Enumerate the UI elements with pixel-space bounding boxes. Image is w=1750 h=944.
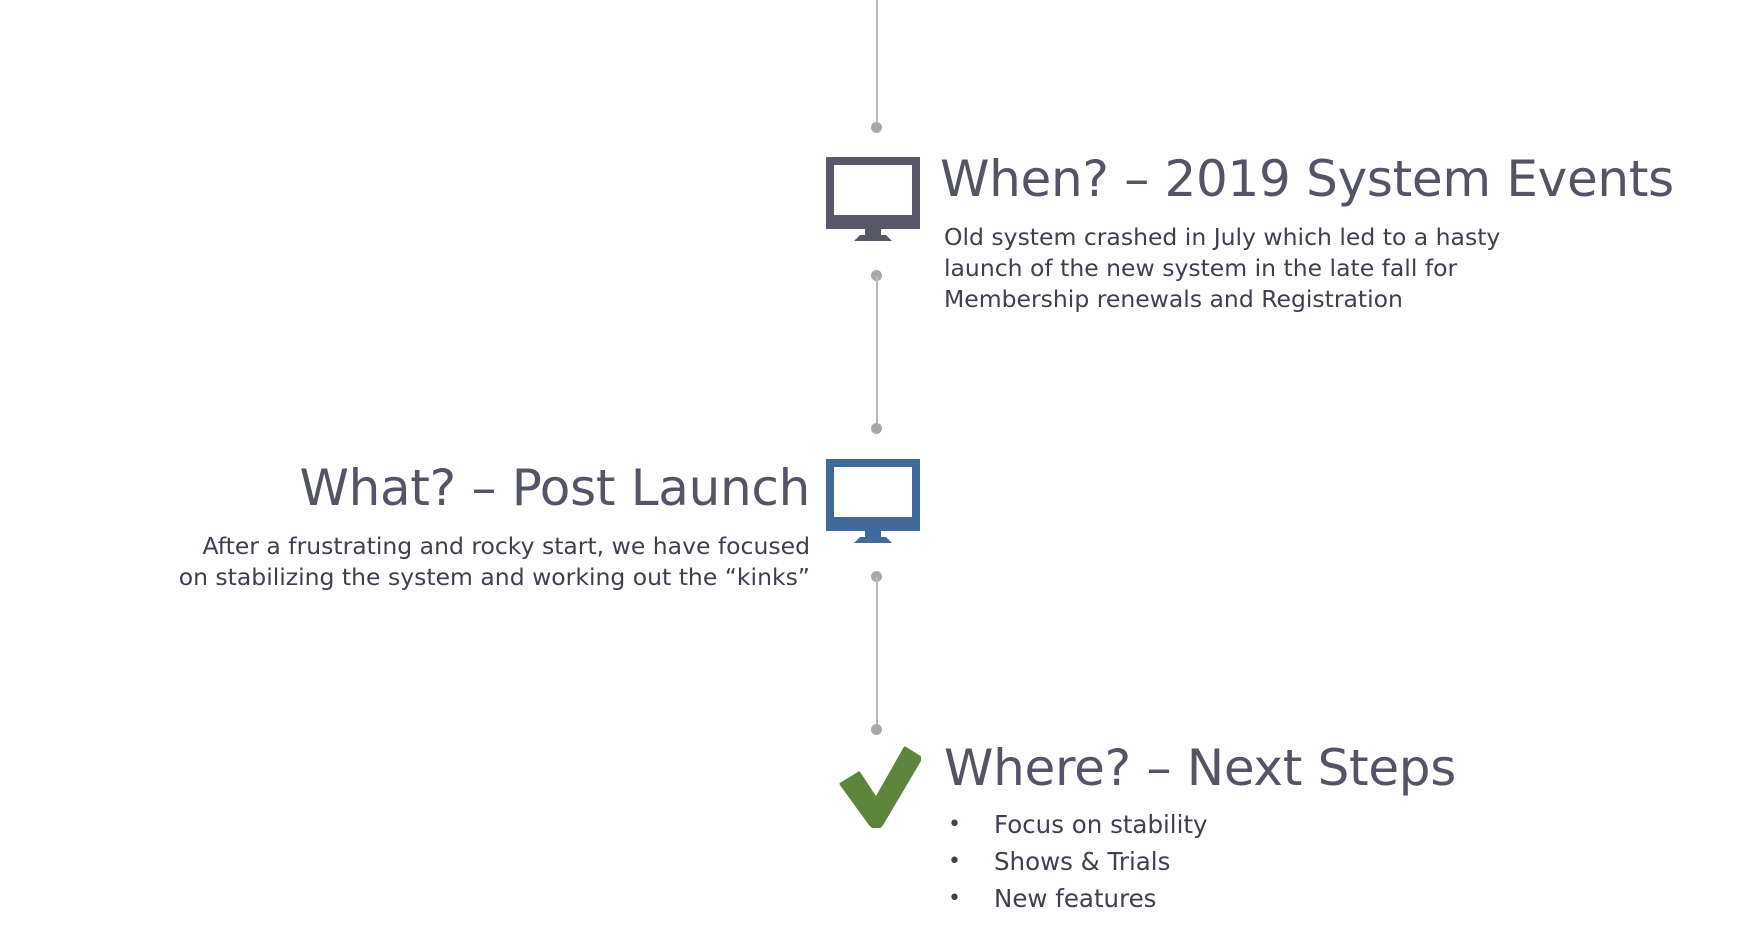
timeline-connector-dot bbox=[871, 571, 882, 582]
bullet-marker: • bbox=[948, 849, 961, 874]
timeline-connector-dot bbox=[871, 122, 882, 133]
timeline-connector-dot bbox=[871, 724, 882, 735]
where-heading: Where? – Next Steps bbox=[944, 739, 1457, 797]
what-heading: What? – Post Launch bbox=[299, 459, 810, 517]
bullet-marker: • bbox=[948, 886, 961, 911]
list-item-text: Shows & Trials bbox=[994, 847, 1171, 876]
list-item: • New features bbox=[948, 880, 1208, 917]
bullet-marker: • bbox=[948, 812, 961, 837]
timeline-connector-line-bottom bbox=[876, 577, 878, 730]
list-item-text: New features bbox=[994, 884, 1157, 913]
timeline-connector-line-middle bbox=[876, 276, 878, 429]
timeline-connector-dot bbox=[871, 423, 882, 434]
timeline-connector-line-top bbox=[876, 0, 878, 128]
what-description: After a frustrating and rocky start, we … bbox=[178, 532, 810, 591]
monitor-icon bbox=[826, 157, 920, 245]
when-heading: When? – 2019 System Events bbox=[940, 150, 1674, 208]
timeline-connector-dot bbox=[871, 270, 882, 281]
next-steps-list: • Focus on stability • Shows & Trials • New… bbox=[948, 806, 1208, 917]
list-item-text: Focus on stability bbox=[994, 810, 1208, 839]
checkmark-icon bbox=[835, 744, 923, 832]
when-description: Old system crashed in July which led to … bbox=[944, 223, 1501, 313]
monitor-icon bbox=[826, 459, 920, 547]
list-item: • Focus on stability bbox=[948, 806, 1208, 843]
list-item: • Shows & Trials bbox=[948, 843, 1208, 880]
